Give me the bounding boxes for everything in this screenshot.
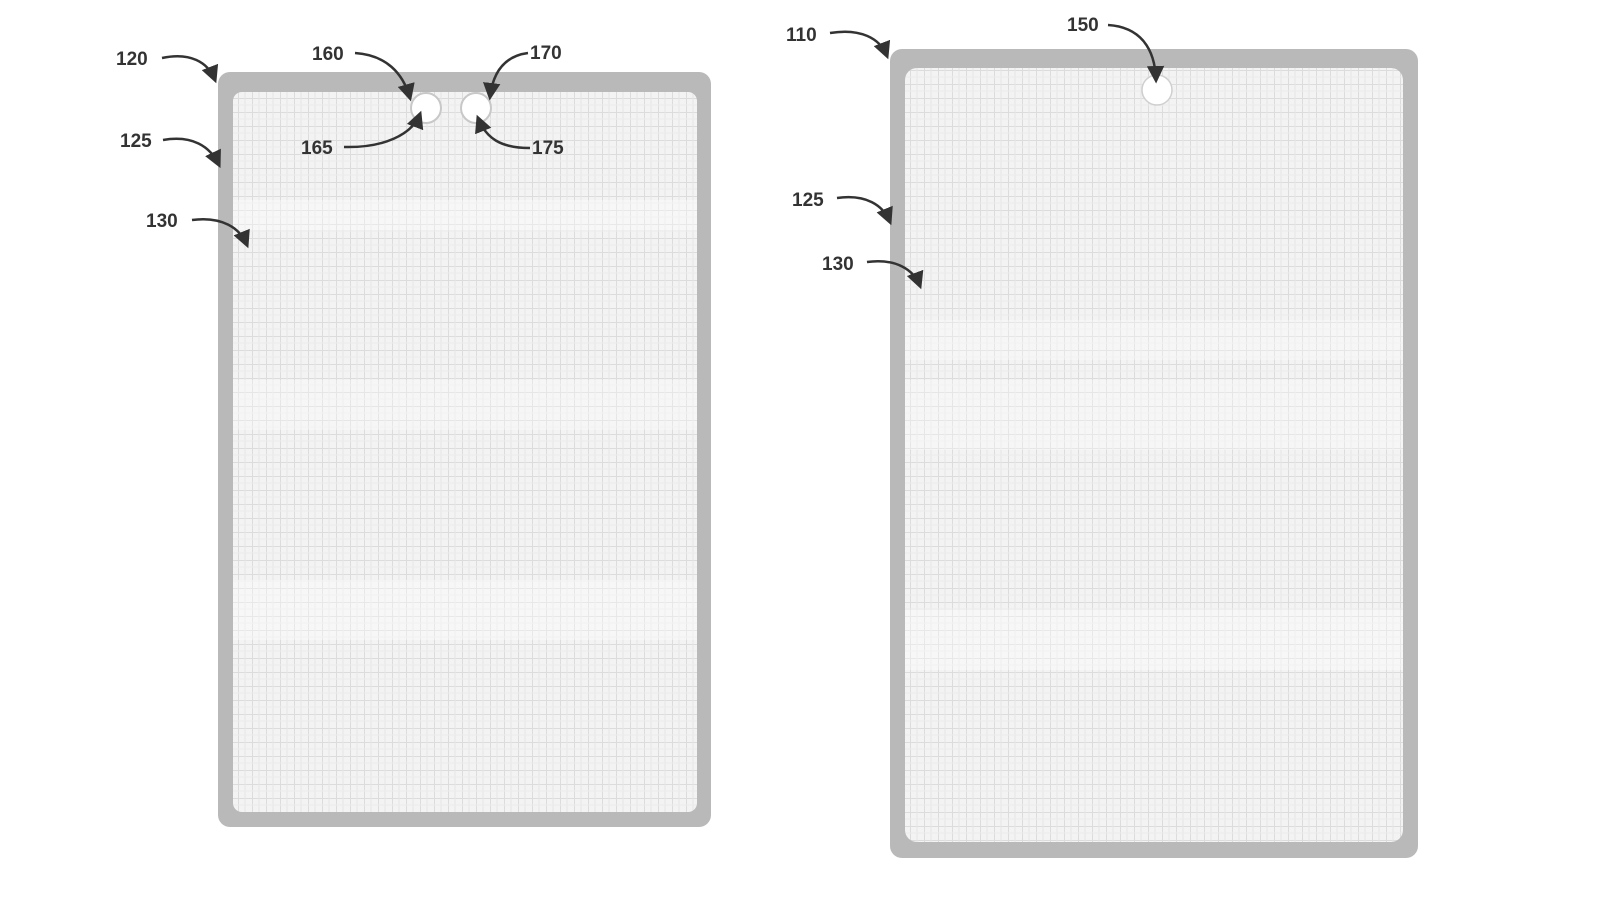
leader-125-right (836, 195, 893, 226)
display-area-right (905, 68, 1403, 842)
leader-165 (343, 110, 424, 149)
figure-right: 110 150 125 130 (786, 15, 1418, 858)
label-175: 175 (532, 138, 564, 159)
label-165: 165 (301, 138, 333, 159)
leader-110 (829, 30, 891, 60)
label-150: 150 (1067, 15, 1099, 36)
leader-150 (1107, 23, 1165, 84)
display-band (233, 580, 697, 640)
leader-130-right (866, 259, 924, 290)
leader-175 (475, 114, 531, 150)
display-band (905, 320, 1403, 360)
display-band (905, 610, 1403, 670)
leader-170 (482, 51, 529, 101)
label-160: 160 (312, 44, 344, 65)
display-area-left (233, 92, 697, 812)
sensor-cutout-175 (460, 92, 492, 124)
display-band (233, 200, 697, 230)
leader-120 (161, 55, 219, 84)
label-170: 170 (530, 43, 562, 64)
label-125: 125 (792, 190, 824, 211)
label-110: 110 (786, 25, 817, 46)
label-125: 125 (120, 131, 152, 152)
leader-130 (191, 217, 250, 249)
leader-160 (354, 51, 415, 102)
display-band (233, 380, 697, 430)
display-band (905, 380, 1403, 450)
label-130: 130 (822, 254, 854, 275)
leader-125 (162, 137, 221, 169)
sensor-cutout-165 (410, 92, 442, 124)
label-120: 120 (116, 49, 148, 70)
label-130: 130 (146, 211, 178, 232)
figure-left: 120 125 130 160 170 165 175 (116, 43, 711, 827)
